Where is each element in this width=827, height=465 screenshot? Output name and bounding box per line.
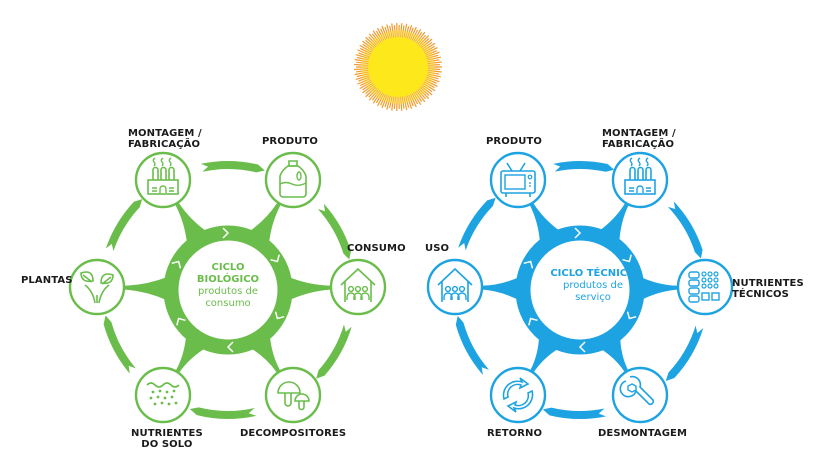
tec-node-produto bbox=[489, 151, 547, 209]
tec-flow-arrow bbox=[455, 315, 489, 375]
bio-label-plantas: PLANTAS bbox=[21, 275, 73, 286]
bio-connector bbox=[176, 334, 207, 373]
tec-node-circle bbox=[489, 366, 547, 424]
tec-label-produto: PRODUTO bbox=[486, 136, 542, 147]
bio-label-montagem: MONTAGEM /FABRICAÇÃO bbox=[128, 128, 202, 150]
bottle-icon bbox=[279, 160, 307, 198]
bio-ring-notch bbox=[274, 311, 285, 320]
bio-center-text: CICLO BIOLÓGICO produtos de consumo bbox=[178, 262, 278, 310]
house-family-icon bbox=[437, 267, 473, 302]
wrench-icon bbox=[619, 375, 655, 406]
soil-nutrients-icon bbox=[146, 382, 180, 406]
tec-ring-notch bbox=[523, 260, 534, 269]
technical-cycle bbox=[426, 151, 734, 424]
tec-connector bbox=[598, 203, 629, 244]
bio-node-decompositores bbox=[264, 366, 322, 424]
bio-ring-notch bbox=[176, 317, 186, 326]
tec-connector bbox=[599, 336, 628, 372]
bio-connector bbox=[248, 203, 281, 245]
bio-node-circle bbox=[134, 366, 192, 424]
tec-title: CICLO TÉCNICO bbox=[550, 268, 636, 279]
bio-flow-arrow bbox=[189, 407, 257, 419]
tec-connector bbox=[530, 335, 560, 372]
tec-node-desmontagem bbox=[611, 366, 669, 424]
bio-title-2: BIOLÓGICO bbox=[196, 274, 260, 285]
bio-node-circle bbox=[264, 366, 322, 424]
tec-node-circle bbox=[489, 151, 547, 209]
factory-icon bbox=[624, 157, 656, 195]
bio-label-consumo: CONSUMO bbox=[347, 243, 406, 254]
bio-flow-arrow bbox=[316, 324, 352, 379]
bio-node-produto bbox=[264, 151, 322, 209]
tec-ring-notch bbox=[528, 317, 538, 326]
tec-connector bbox=[482, 276, 521, 301]
bio-node-consumo bbox=[329, 258, 387, 316]
bio-label-produto: PRODUTO bbox=[262, 136, 318, 147]
tec-flow-arrow bbox=[667, 201, 703, 259]
technical-parts-icon bbox=[688, 271, 720, 303]
tec-label-uso: USO bbox=[425, 243, 450, 254]
bio-ring-notch bbox=[171, 260, 182, 269]
tec-connector bbox=[639, 276, 678, 301]
tec-ring-notch bbox=[622, 254, 632, 263]
tec-connector bbox=[530, 203, 561, 244]
recycle-arrows-icon bbox=[502, 377, 534, 413]
plant-icon bbox=[80, 271, 114, 304]
bio-label-decompositores: DECOMPOSITORES bbox=[240, 428, 347, 439]
bio-title: CICLO bbox=[211, 262, 245, 273]
tec-subtitle: produtos de bbox=[563, 280, 623, 291]
tec-flow-arrow bbox=[542, 407, 607, 419]
tec-node-nutrientes-tecnicos bbox=[676, 258, 734, 316]
bio-subtitle: produtos de bbox=[198, 286, 258, 297]
tec-ring-notch bbox=[578, 341, 586, 353]
tec-node-retorno bbox=[489, 366, 547, 424]
tec-ring-notch bbox=[626, 311, 637, 320]
bio-ring-notch bbox=[270, 254, 280, 263]
tec-center-text: CICLO TÉCNICO produtos de serviço bbox=[538, 268, 648, 304]
tec-label-desmontagem: DESMONTAGEM bbox=[598, 428, 688, 439]
tec-flow-arrow bbox=[553, 161, 615, 172]
tv-icon bbox=[500, 162, 536, 197]
bio-flow-arrow bbox=[103, 315, 136, 374]
bio-flow-arrow bbox=[317, 203, 351, 260]
tec-flow-arrow bbox=[458, 197, 496, 251]
tec-ring-notch bbox=[574, 227, 582, 239]
bio-flow-arrow bbox=[200, 160, 265, 173]
tec-flow-arrow bbox=[665, 325, 704, 381]
tec-label-retorno: RETORNO bbox=[487, 428, 543, 439]
bio-node-montagem bbox=[134, 151, 192, 209]
bio-subtitle-2: consumo bbox=[205, 298, 251, 309]
house-family-icon bbox=[340, 267, 376, 302]
factory-icon bbox=[147, 157, 179, 195]
bio-node-circle bbox=[68, 258, 126, 316]
sun-icon bbox=[354, 23, 442, 111]
tec-subtitle-2: serviço bbox=[575, 292, 611, 303]
bio-node-nutrientes-solo bbox=[134, 366, 192, 424]
bio-connector bbox=[175, 203, 208, 245]
bio-flow-arrow bbox=[105, 199, 143, 252]
bio-node-plantas bbox=[68, 258, 126, 316]
tec-label-montagem: MONTAGEM /FABRICAÇÃO bbox=[602, 128, 676, 150]
biological-cycle bbox=[68, 151, 387, 424]
sun-core bbox=[368, 37, 428, 97]
bio-connector bbox=[124, 276, 169, 301]
bio-connector bbox=[249, 334, 280, 373]
mushroom-icon bbox=[277, 381, 310, 411]
tec-node-montagem bbox=[611, 151, 669, 209]
bio-ring-notch bbox=[226, 341, 234, 353]
bio-connector bbox=[287, 276, 331, 301]
bio-ring-notch bbox=[222, 227, 230, 239]
tec-node-uso bbox=[426, 258, 484, 316]
